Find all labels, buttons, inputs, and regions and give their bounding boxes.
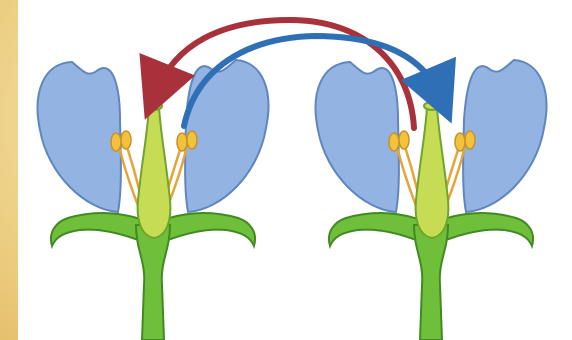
left-flower bbox=[38, 60, 269, 340]
right-flower bbox=[316, 60, 547, 340]
